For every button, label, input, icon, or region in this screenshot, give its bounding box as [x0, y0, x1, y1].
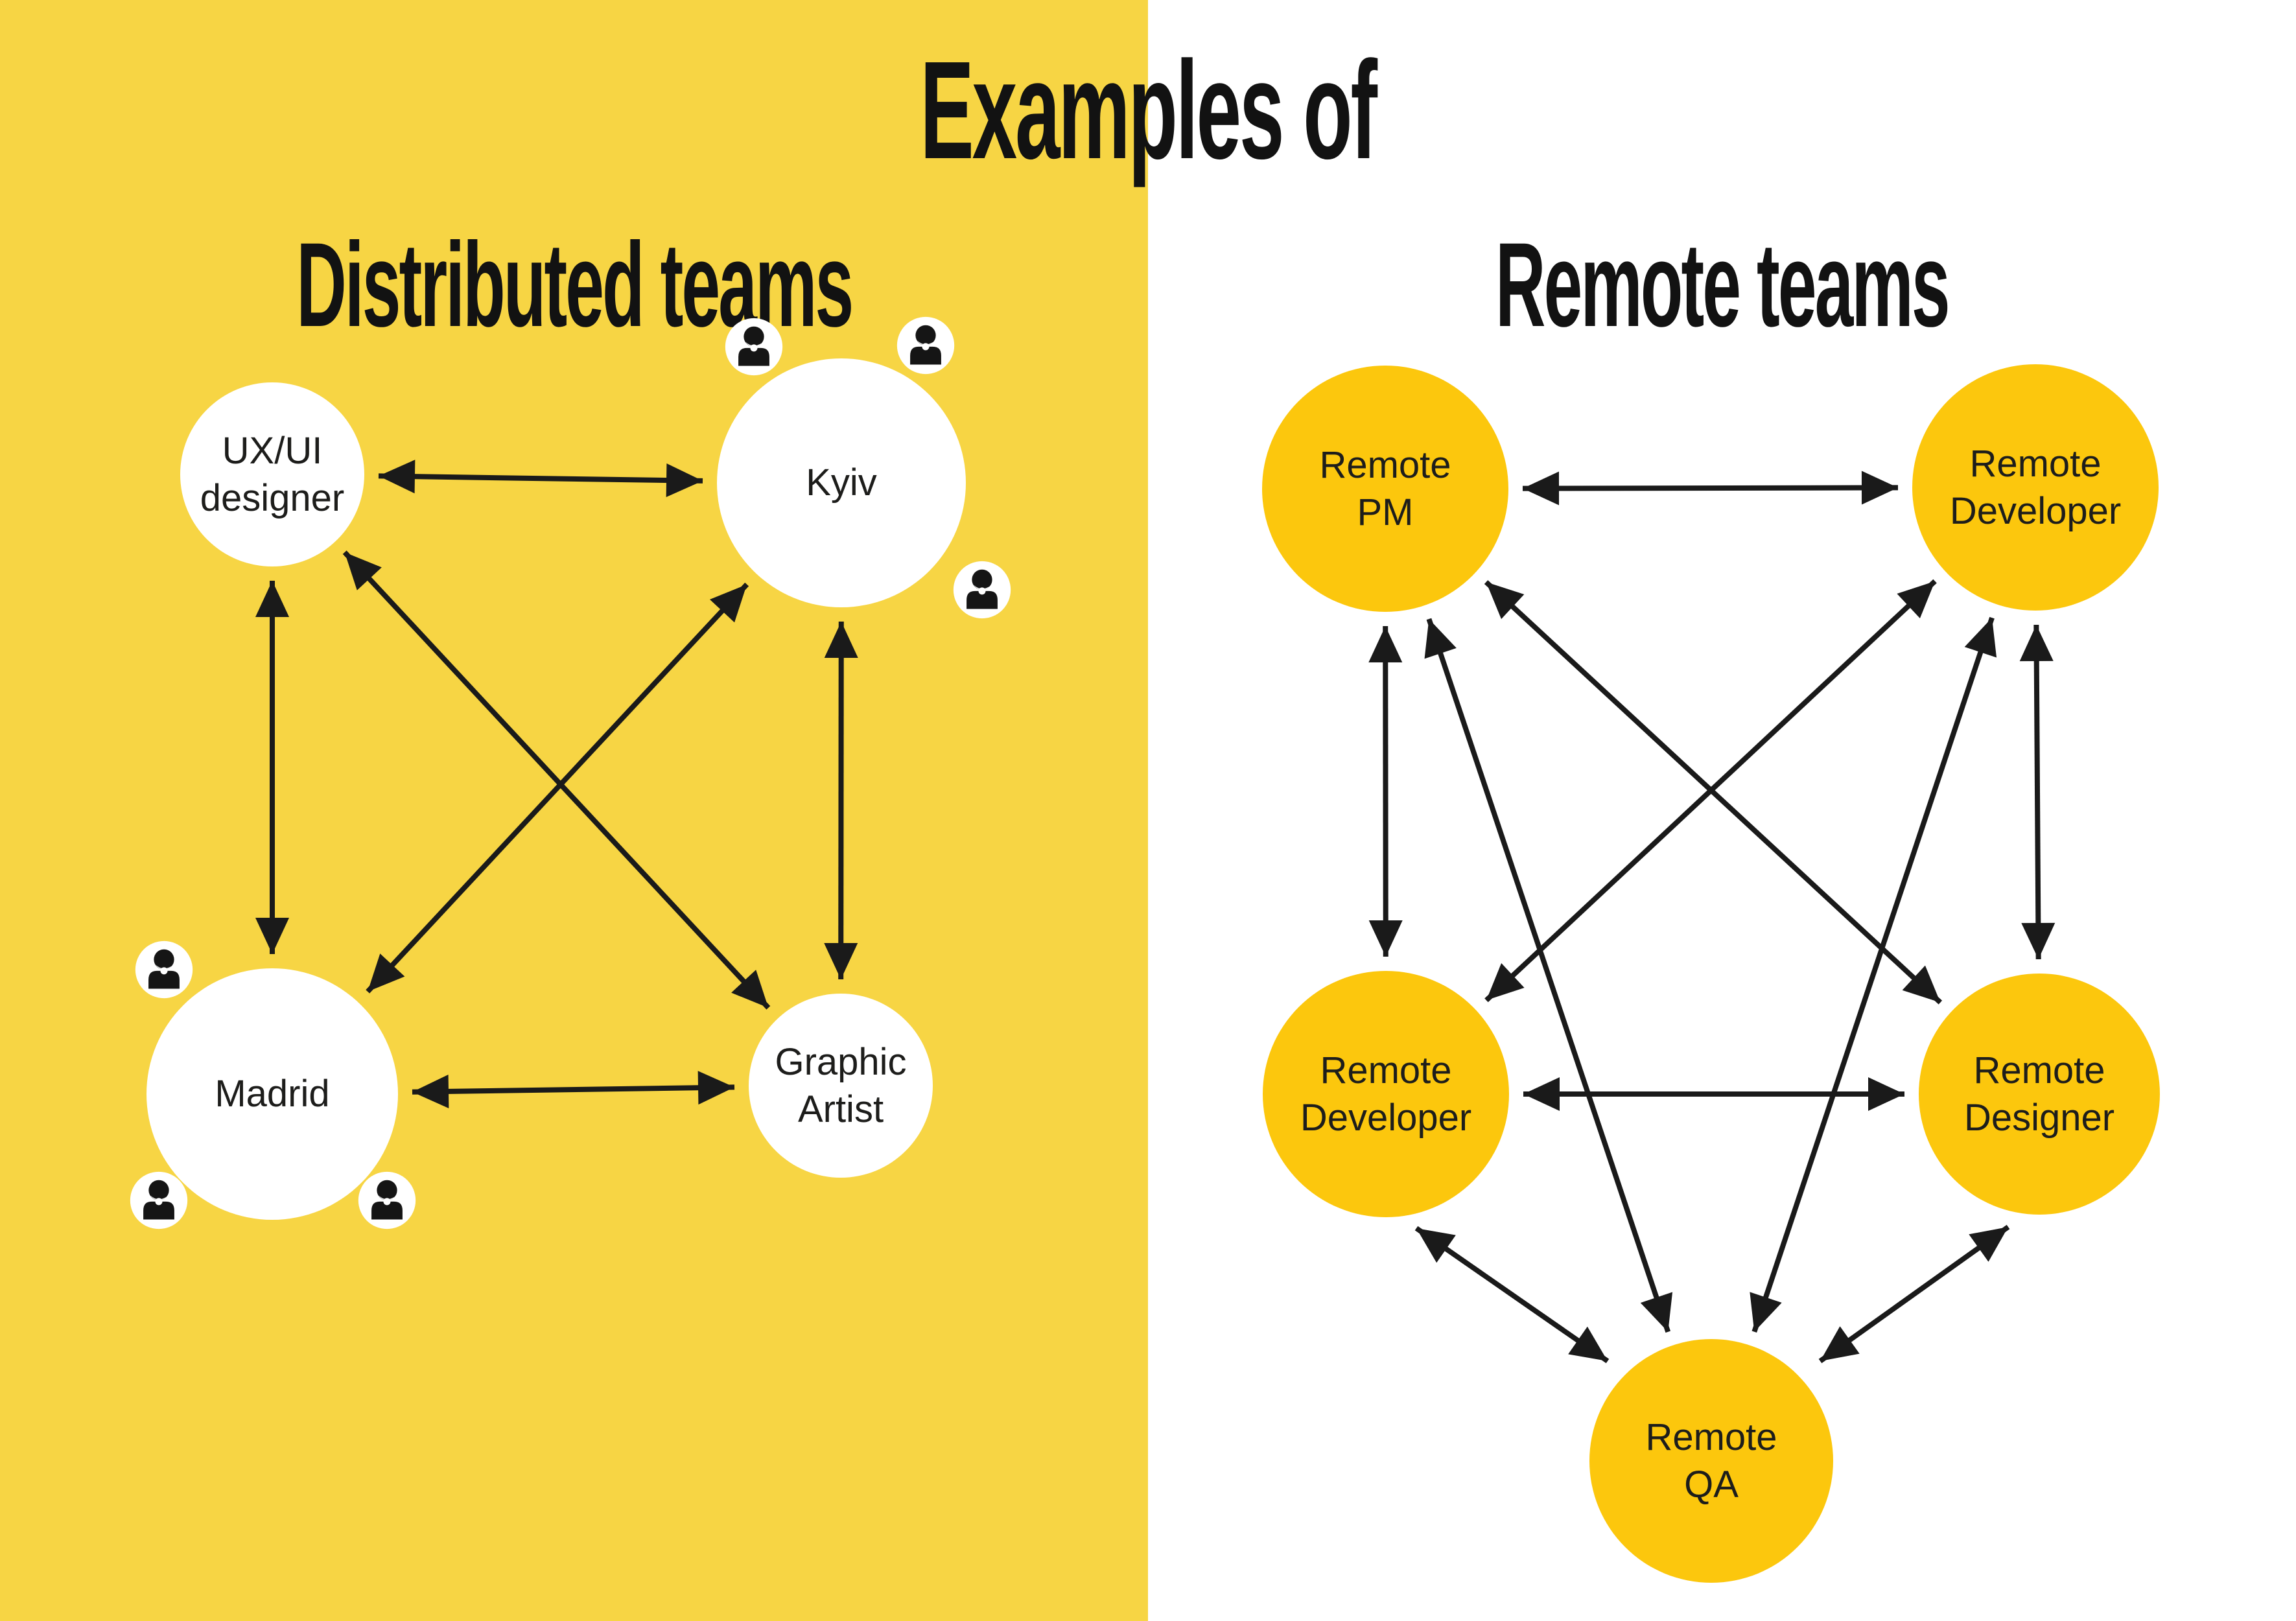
- node-label-line: Remote: [1320, 1049, 1452, 1091]
- node-label-line: UX/UI: [222, 429, 323, 472]
- edge-uxui-artist: [342, 550, 771, 1010]
- edge-devtop-qa: [1750, 616, 1997, 1333]
- node-label-line: Remote: [1319, 443, 1451, 486]
- page-title: Examples of: [0, 40, 2296, 180]
- node-label-line: Madrid: [215, 1073, 330, 1115]
- person-icon: [725, 318, 783, 376]
- node-label-line: Remote: [1645, 1416, 1777, 1458]
- edge-devtop-designer: [2019, 624, 2056, 960]
- node-kyiv: Kyiv: [717, 358, 966, 607]
- person-icon: [130, 1171, 188, 1230]
- node-madrid: Madrid: [146, 968, 398, 1220]
- person-icon: [358, 1171, 416, 1230]
- edge-uxui-kyiv: [378, 460, 703, 497]
- edge-designer-qa: [1818, 1224, 2010, 1364]
- node-label-line: designer: [200, 477, 345, 519]
- node-label-line: Developer: [1949, 490, 2122, 532]
- node-label-line: Remote: [1969, 442, 2102, 485]
- node-label-line: PM: [1357, 491, 1414, 533]
- node-label-line: Artist: [797, 1088, 884, 1130]
- node-label-line: Kyiv: [806, 461, 877, 504]
- person-icon: [953, 561, 1011, 619]
- node-label-line: QA: [1684, 1464, 1739, 1506]
- person-icon: [896, 316, 955, 375]
- edge-kyiv-madrid: [366, 582, 749, 994]
- edge-pm-devtop: [1522, 471, 1899, 506]
- page-title-text: Examples of: [920, 32, 1378, 188]
- edge-pm-qa: [1424, 618, 1673, 1333]
- node-label-line: Developer: [1300, 1097, 1472, 1139]
- remote-panel-title: Remote teams: [1495, 218, 1950, 352]
- edge-pm-devleft: [1368, 625, 1403, 957]
- node-uxui: UX/UI designer: [180, 382, 364, 566]
- node-label-line: Designer: [1963, 1097, 2115, 1139]
- edge-madrid-artist: [412, 1071, 735, 1108]
- edge-devleft-qa: [1414, 1226, 1610, 1364]
- node-label-line: Remote: [1973, 1049, 2105, 1091]
- person-icon: [135, 940, 193, 999]
- node-label-line: Graphic: [775, 1040, 907, 1083]
